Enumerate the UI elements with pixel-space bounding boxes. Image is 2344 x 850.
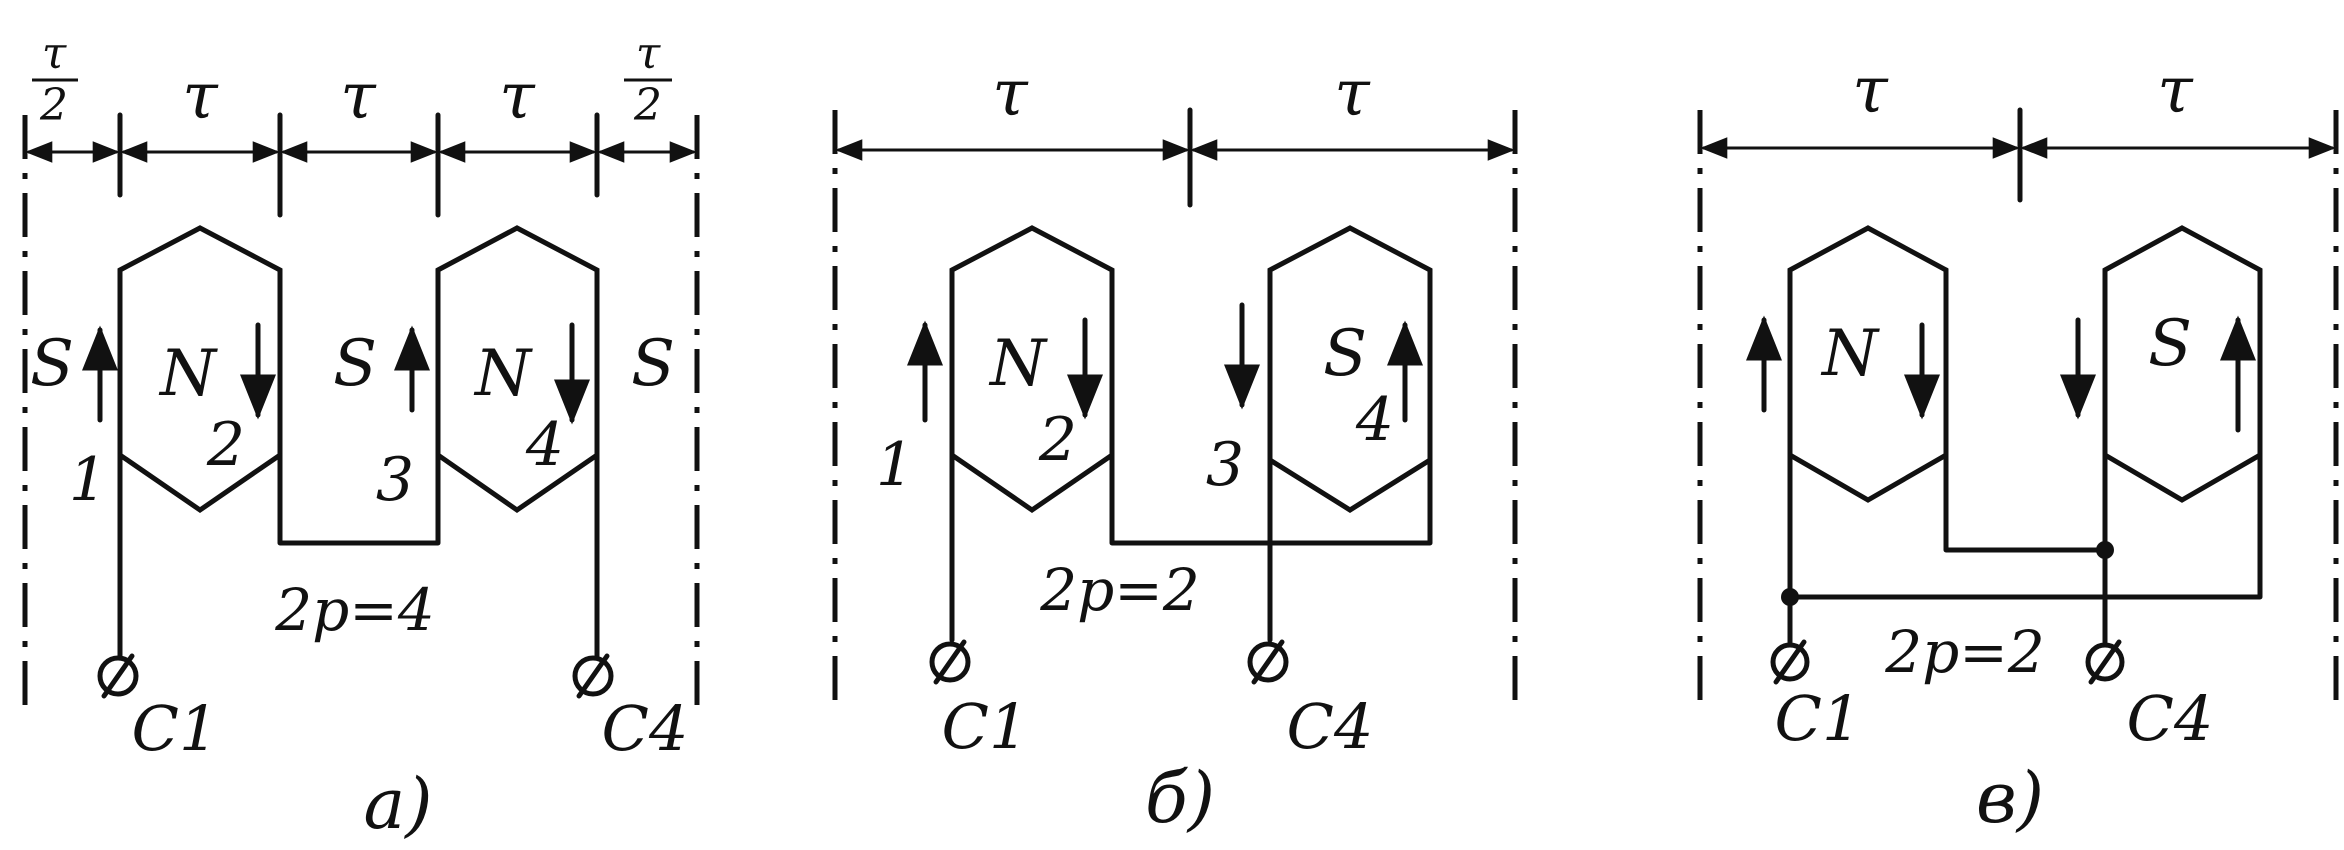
panel-b: τ τ N S 1 2 3 4 2p=2 C1 C4 б) [832,57,1518,839]
panel-v-terminal-c4-label: C4 [2127,682,2214,755]
panel-a-side-2: 2 [206,410,245,480]
panel-b-terminal-c4-slash [1251,639,1285,685]
panel-a-half-tau-num-right: τ [636,28,661,79]
panel-a-pole-count: 2p=4 [274,576,435,644]
panel-v-link-2 [1787,452,2263,600]
panel-b-pole-s: S [1323,317,1367,391]
panel-b-terminal-c4 [1247,641,1289,683]
panel-v-junction-1 [2096,541,2114,559]
panel-v-tau-label-2: τ [2157,54,2194,128]
panel-v-terminal-c1-slash [1773,639,1807,685]
panel-v-terminal-c1-label: C1 [1775,682,1862,755]
panel-a-tau-label-1: τ [182,60,219,134]
panel-a-half-tau-num: τ [42,28,67,79]
panel-v-pole-count: 2p=2 [1884,618,2045,686]
panel-a-terminal-c4 [572,655,614,697]
panel-v-junction-2 [1781,588,1799,606]
panel-a-side-3: 3 [376,445,414,515]
panel-b-side-1: 1 [876,430,914,500]
panel-b-terminal-c1 [929,641,971,683]
panel-b-side-3: 3 [1206,430,1244,500]
panel-b-terminal-c1-label: C1 [942,690,1029,763]
panel-a-pole-5: S [631,327,675,401]
panel-a-half-tau-den: 2 [39,80,68,131]
panel-a-terminal-c1-slash [101,653,135,699]
panel-a-pole-4: N [473,337,533,411]
panel-b-terminal-c1-slash [933,639,967,685]
panel-v-pole-s: S [2148,307,2192,381]
panel-a-side-1: 1 [69,445,107,515]
panel-b-pole-n: N [988,327,1048,401]
panel-a-terminal-c4-slash [576,653,610,699]
panel-v-caption: в) [1976,757,2044,839]
panel-b-terminal-c4-label: C4 [1287,690,1374,763]
panel-a-pole-1: S [30,327,74,401]
panel-a-terminal-c1-label: C1 [132,692,219,765]
panel-v-terminal-c1 [1770,642,1810,682]
panel-b-caption: б) [1145,757,1215,839]
panel-v-pole-n: N [1820,317,1880,391]
panel-b-tau-label-2: τ [1334,57,1371,131]
panel-a-tau-label-2: τ [340,60,377,134]
panel-a-half-tau-den-right: 2 [633,80,662,131]
panel-v-link-1 [1943,267,2108,553]
panel-a-series-link [277,452,441,546]
panel-v: τ τ N S 2p=2 C1 C4 в) [1697,54,2339,839]
panel-a-pole-2: N [158,337,218,411]
panel-v-tau-label-1: τ [1852,54,1889,128]
panel-a-terminal-c1 [97,655,139,697]
panel-a-side-4: 4 [525,410,564,480]
panel-b-tau-label-1: τ [992,57,1029,131]
panel-b-pole-count: 2p=2 [1039,556,1200,624]
panel-v-terminal-c4 [2085,642,2125,682]
panel-a-terminal-c4-label: C4 [602,692,689,765]
panel-a-caption: а) [363,763,432,845]
panel-b-side-2: 2 [1038,405,1077,475]
panel-a: τ 2 τ τ τ τ 2 S N S N S 1 2 3 4 [22,28,700,845]
panel-a-pole-3: S [333,327,377,401]
panel-a-tau-label-3: τ [499,60,536,134]
panel-b-side-4: 4 [1355,385,1394,455]
panel-v-terminal-c4-slash [2088,639,2122,685]
